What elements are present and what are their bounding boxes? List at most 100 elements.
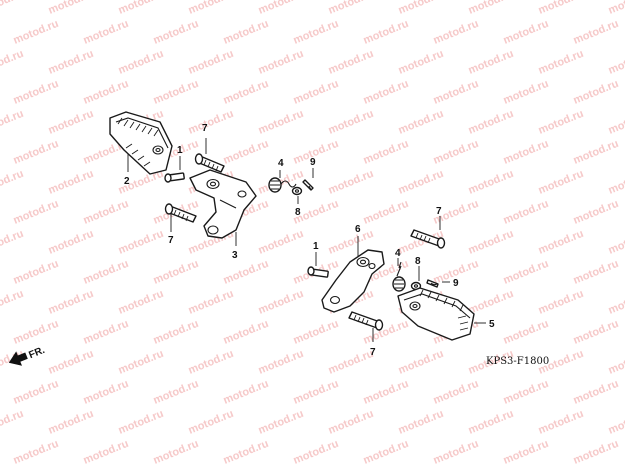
watermark-text: motod.ru — [222, 438, 271, 467]
watermark-text: motod.ru — [257, 48, 306, 77]
watermark-text: motod.ru — [467, 48, 516, 77]
bolt-top-left — [194, 153, 225, 173]
watermark-text: motod.ru — [47, 168, 96, 197]
callout-7-bottom-left: 7 — [168, 235, 174, 246]
callout-5: 5 — [489, 319, 495, 330]
watermark-text: motod.ru — [0, 48, 25, 77]
watermark-text: motod.ru — [0, 108, 25, 137]
watermark-text: motod.ru — [0, 408, 25, 437]
footpeg-right — [397, 287, 475, 341]
cotter-pin-left — [302, 179, 314, 191]
watermark-text: motod.ru — [292, 438, 341, 467]
callout-8-left: 8 — [295, 207, 301, 218]
watermark-text: motod.ru — [257, 228, 306, 257]
watermark-text: motod.ru — [222, 318, 271, 347]
pivot-pin-left — [164, 172, 185, 183]
callout-8-right: 8 — [415, 256, 421, 267]
watermark-text: motod.ru — [537, 288, 586, 317]
watermark-text: motod.ru — [537, 408, 586, 437]
watermark-text: motod.ru — [502, 18, 551, 47]
watermark-text: motod.ru — [362, 438, 411, 467]
watermark-text: motod.ru — [222, 138, 271, 167]
watermark-text: motod.ru — [572, 18, 621, 47]
watermark-text: motod.ru — [467, 228, 516, 257]
watermark-text: motod.ru — [327, 48, 376, 77]
watermark-text: motod.ru — [467, 108, 516, 137]
watermark-text: motod.ru — [257, 408, 306, 437]
watermark-text: motod.ru — [572, 258, 621, 287]
watermark-text: motod.ru — [362, 78, 411, 107]
watermark-text: motod.ru — [82, 378, 131, 407]
arrow-icon — [8, 351, 28, 366]
washer-left — [291, 186, 303, 196]
watermark-text: motod.ru — [467, 168, 516, 197]
watermark-text: motod.ru — [572, 378, 621, 407]
watermark-text: motod.ru — [117, 48, 166, 77]
watermark-text: motod.ru — [397, 168, 446, 197]
cotter-pin-right — [426, 279, 439, 288]
watermark-text: motod.ru — [82, 318, 131, 347]
watermark-text: motod.ru — [47, 408, 96, 437]
spring-right — [392, 261, 406, 292]
watermark-text: motod.ru — [222, 258, 271, 287]
watermark-text: motod.ru — [502, 318, 551, 347]
callout-9-right: 9 — [453, 278, 459, 289]
watermark-text: motod.ru — [397, 348, 446, 377]
watermark-text: motod.ru — [222, 78, 271, 107]
callout-4-left: 4 — [278, 158, 284, 169]
callout-9-left: 9 — [310, 157, 316, 168]
watermark-text: motod.ru — [0, 168, 25, 197]
watermark-text: motod.ru — [117, 228, 166, 257]
bolt-bottom-right — [348, 311, 384, 331]
watermark-text: motod.ru — [0, 288, 25, 317]
watermark-text: motod.ru — [82, 78, 131, 107]
watermark-text: motod.ru — [572, 78, 621, 107]
watermark-text: motod.ru — [537, 48, 586, 77]
watermark-text: motod.ru — [327, 408, 376, 437]
watermark-text: motod.ru — [397, 48, 446, 77]
watermark-text: motod.ru — [432, 138, 481, 167]
watermark-text: motod.ru — [257, 348, 306, 377]
watermark-text: motod.ru — [397, 408, 446, 437]
footpeg-left — [109, 111, 173, 175]
watermark-text: motod.ru — [152, 78, 201, 107]
watermark-text: motod.ru — [117, 408, 166, 437]
watermark-text: motod.ru — [187, 288, 236, 317]
watermark-text: motod.ru — [82, 258, 131, 287]
watermark-text: motod.ru — [607, 0, 625, 17]
watermark-text: motod.ru — [187, 348, 236, 377]
watermark-text: motod.ru — [537, 228, 586, 257]
watermark-text: motod.ru — [82, 438, 131, 467]
watermark-text: motod.ru — [117, 288, 166, 317]
watermark-text: motod.ru — [152, 258, 201, 287]
watermark-text: motod.ru — [467, 408, 516, 437]
watermark-text: motod.ru — [607, 288, 625, 317]
watermark-text: motod.ru — [152, 18, 201, 47]
watermark-text: motod.ru — [187, 408, 236, 437]
direction-label: FR. — [27, 345, 46, 361]
bolt-top-right — [410, 229, 446, 249]
watermark-text: motod.ru — [47, 108, 96, 137]
watermark-text: motod.ru — [572, 318, 621, 347]
watermark-text: motod.ru — [607, 348, 625, 377]
watermark-text: motod.ru — [47, 288, 96, 317]
callout-6: 6 — [355, 224, 361, 235]
watermark-text: motod.ru — [117, 348, 166, 377]
watermark-text: motod.ru — [467, 0, 516, 17]
watermark-text: motod.ru — [502, 78, 551, 107]
watermark-text: motod.ru — [187, 0, 236, 17]
watermark-text: motod.ru — [607, 48, 625, 77]
callout-labels: 1 2 3 4 7 7 8 9 1 6 4 7 8 9 5 7 — [124, 123, 495, 358]
watermark-text: motod.ru — [257, 108, 306, 137]
watermark-text: motod.ru — [572, 198, 621, 227]
watermark-text: motod.ru — [152, 378, 201, 407]
watermark-text: motod.ru — [502, 438, 551, 467]
watermark-text: motod.ru — [362, 378, 411, 407]
watermark-text: motod.ru — [537, 108, 586, 137]
watermark-text: motod.ru — [607, 408, 625, 437]
leader-lines — [127, 138, 486, 342]
bracket-left — [189, 169, 257, 239]
